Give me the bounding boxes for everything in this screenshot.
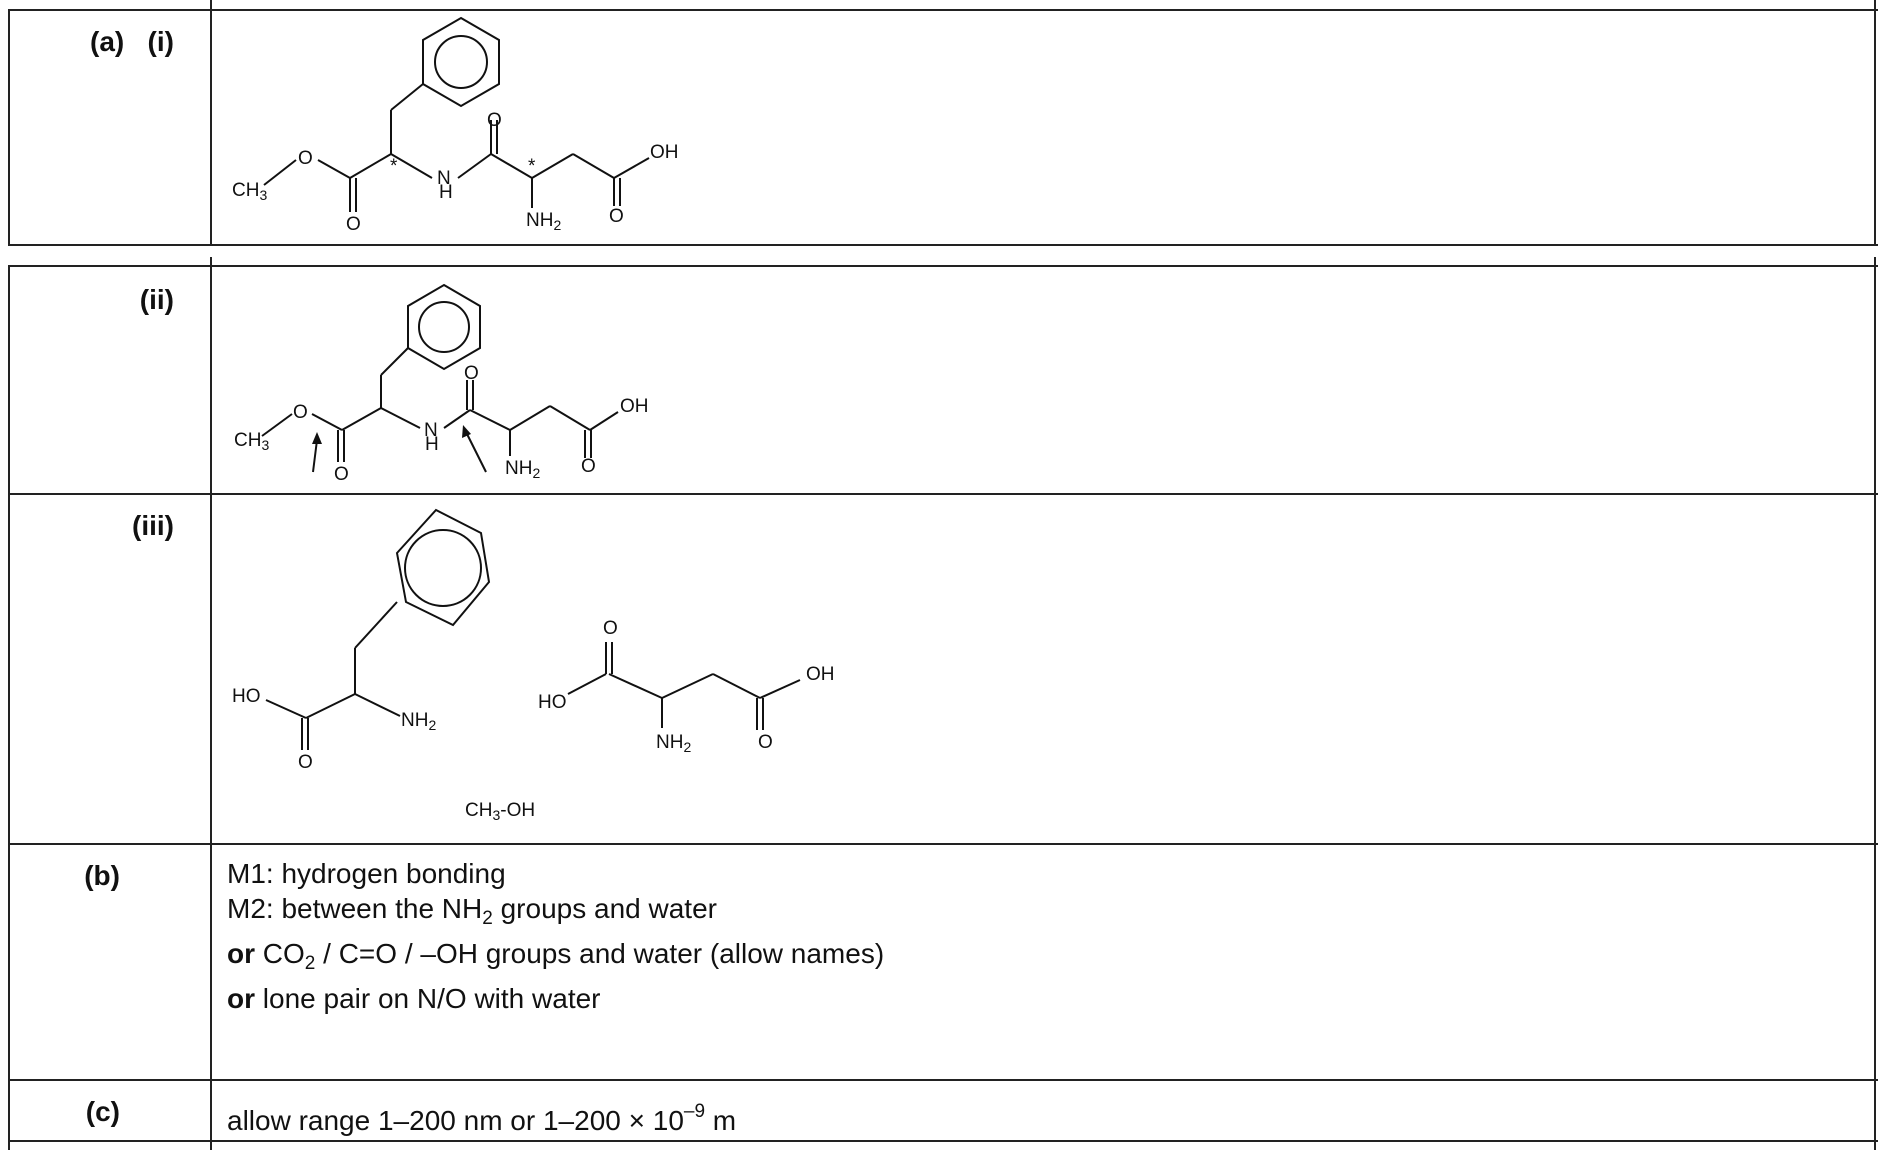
- oxygen-label: O: [346, 214, 361, 235]
- oxygen-label: O: [334, 464, 349, 485]
- oxygen-label: O: [293, 402, 308, 423]
- oxygen-label: O: [298, 752, 313, 773]
- column-divider: [210, 0, 212, 245]
- star-label: *: [390, 156, 398, 177]
- arrow-head: [312, 432, 322, 444]
- ch3-label: CH3: [234, 430, 269, 453]
- oxygen-label: O: [487, 110, 502, 131]
- row-divider: [8, 1079, 1878, 1081]
- hydroxyl-label: OH: [650, 142, 679, 163]
- ch3-label: CH3: [232, 180, 267, 203]
- row-label-b: (b): [84, 860, 120, 891]
- row-label-c: (c): [85, 1096, 120, 1127]
- column-divider: [210, 257, 212, 1150]
- row-label-a-ii: (ii): [139, 284, 174, 315]
- nh2-label: NH2: [505, 458, 540, 481]
- answer-b-line3: or CO2 / C=O / –OH groups and water (all…: [227, 938, 885, 974]
- left-border: [8, 9, 10, 245]
- hydrogen-label: H: [425, 434, 439, 455]
- table-top-border: [8, 9, 1878, 11]
- methanol-label: CH3-OH: [465, 800, 535, 823]
- oxygen-label: O: [581, 456, 596, 477]
- answer-b-line1: M1: hydrogen bonding: [227, 858, 506, 889]
- left-border: [8, 265, 10, 1150]
- hydroxyl-label: HO: [538, 692, 567, 713]
- hydroxyl-label: OH: [620, 396, 649, 417]
- row-divider: [8, 265, 1878, 267]
- row-label-a-iii: (iii): [132, 510, 174, 541]
- nh2-label: NH2: [526, 210, 561, 233]
- oxygen-label: O: [609, 206, 624, 227]
- hydroxyl-label: HO: [232, 686, 261, 707]
- nh2-label: NH2: [401, 710, 436, 733]
- oxygen-label: O: [298, 148, 313, 169]
- answer-c: allow range 1–200 nm or 1–200 × 10–9 m: [227, 1101, 737, 1136]
- hydroxyl-label: OH: [806, 664, 835, 685]
- row-divider: [8, 493, 1878, 495]
- nh2-label: NH2: [656, 732, 691, 755]
- answer-b-line4: or lone pair on N/O with water: [227, 983, 601, 1014]
- arrow-head: [462, 425, 471, 438]
- nitrogen-label: N: [437, 168, 451, 189]
- hydrogen-label: H: [439, 182, 453, 203]
- oxygen-label: O: [603, 618, 618, 639]
- right-border: [1874, 0, 1876, 245]
- oxygen-label: O: [758, 732, 773, 753]
- answer-b-line2: M2: between the NH2 groups and water: [227, 893, 717, 929]
- oxygen-label: O: [464, 363, 479, 384]
- nitrogen-label: N: [424, 420, 438, 441]
- right-border: [1874, 257, 1876, 1150]
- row-label-a-i: (a) (i): [90, 26, 174, 57]
- row-divider: [8, 843, 1878, 845]
- table-bottom-border: [8, 1140, 1878, 1142]
- row-divider: [8, 244, 1878, 246]
- answer-b: M1: hydrogen bonding M2: between the NH2…: [227, 856, 884, 1016]
- star-label: *: [528, 156, 536, 177]
